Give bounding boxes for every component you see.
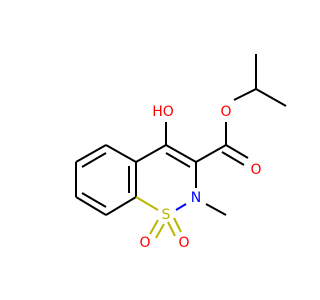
bond-n-methyl: [205, 203, 227, 216]
bond-ch-me2: [255, 88, 287, 107]
bond-carbonyl-double-2: [221, 151, 245, 166]
bond-s-o-right: [167, 221, 176, 237]
bond-benzene-1-inner: [81, 152, 107, 168]
bond-c4-c4a: [135, 144, 167, 163]
bond-benzene-5-inner: [81, 192, 107, 208]
bond-carbonyl-double: [225, 144, 249, 159]
structure-canvas: HO O O S N O O: [75, 54, 287, 251]
bond-c4-c3-inner: [165, 152, 191, 168]
atom-label-carbonyl-o: O: [250, 162, 261, 178]
atom-label-hydroxyl: HO: [152, 104, 174, 120]
bond-benzene-5: [75, 196, 107, 216]
molecule-drawing: HO O O S N O O: [75, 54, 287, 251]
bond-ether-o-ch: [233, 88, 257, 101]
atom-label-sulfur: S: [162, 207, 171, 223]
bond-s-o-left: [149, 219, 159, 235]
atom-label-nitrogen: N: [191, 190, 201, 206]
atom-label-sulfonyl-o-right: O: [178, 235, 189, 251]
atom-label-sulfonyl-o-left: O: [139, 235, 150, 251]
bond-benzene-2: [105, 144, 137, 163]
bond-s-c8a: [135, 196, 159, 211]
bond-s-o-left-2: [155, 223, 165, 239]
bond-s-o-right-2: [173, 217, 182, 233]
bond-n-s: [175, 203, 187, 211]
bond-benzene-4: [105, 196, 137, 216]
bond-benzene-1: [75, 144, 107, 163]
bond-c3-carbonyl: [195, 144, 227, 163]
bond-c4-c3: [165, 144, 197, 163]
atom-label-ester-ether-o: O: [220, 104, 231, 120]
